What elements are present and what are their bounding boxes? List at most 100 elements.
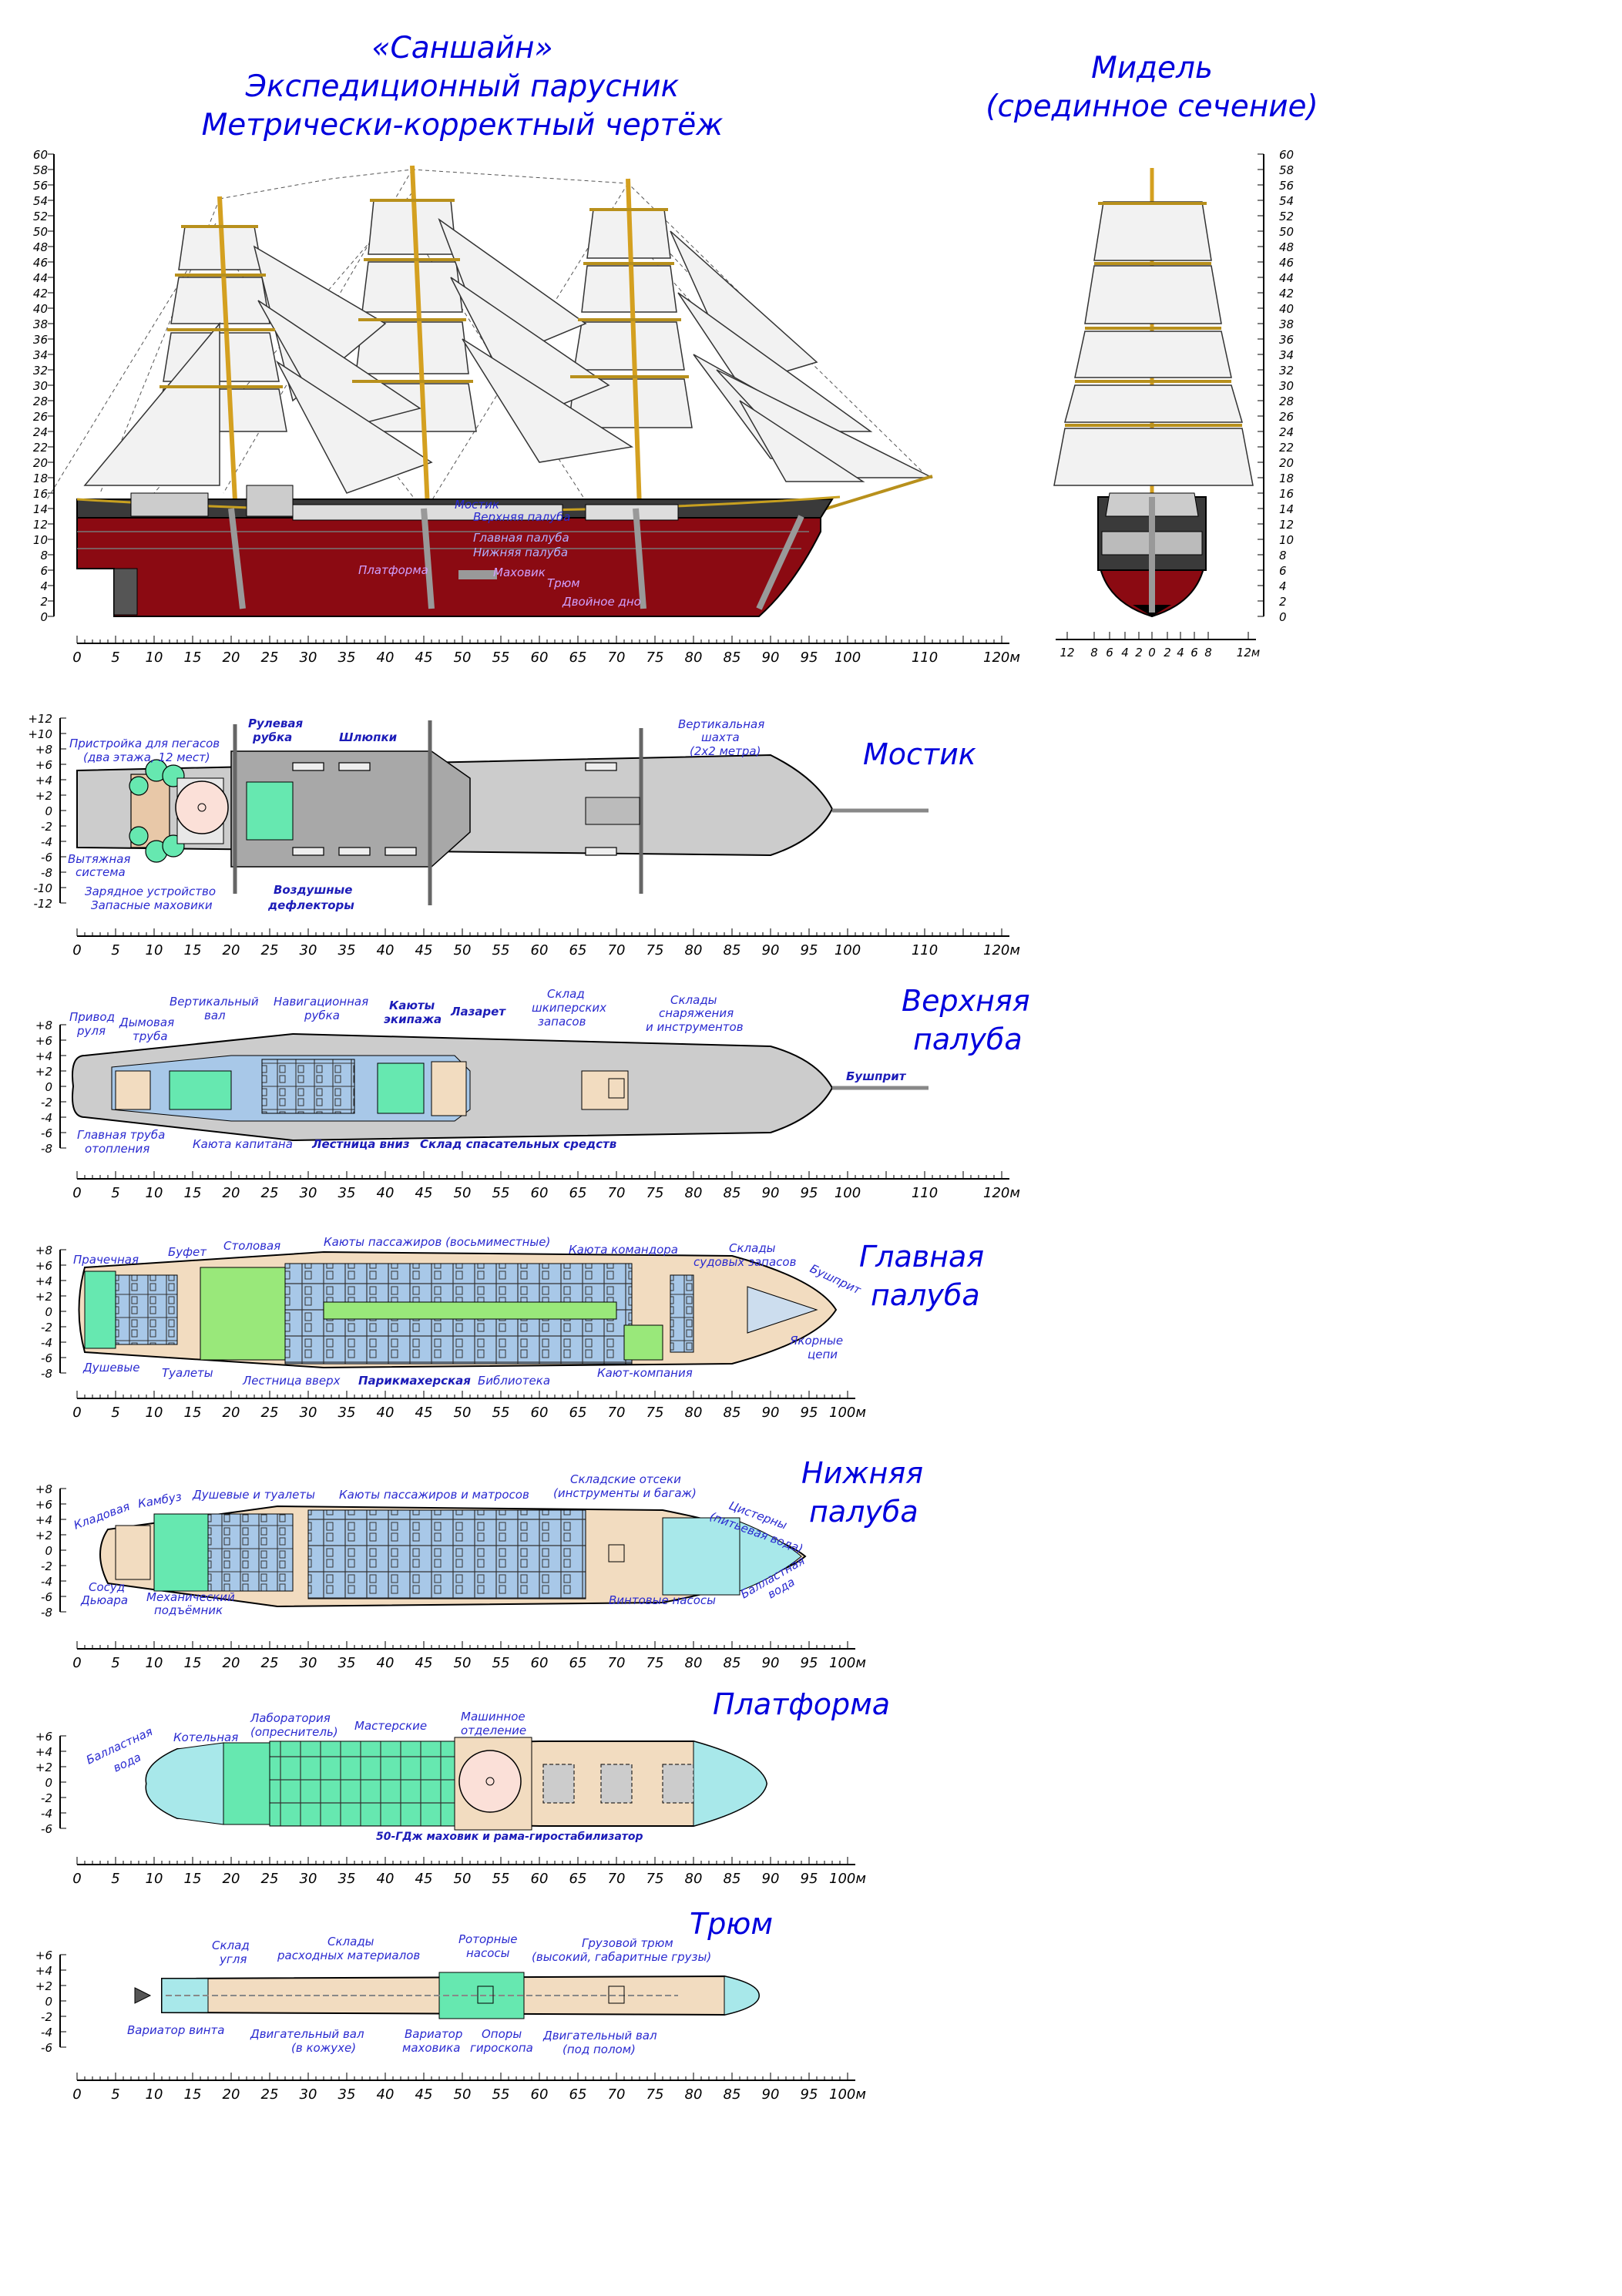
ruler-tick-label: 75 (646, 1655, 664, 1671)
upper-label-equip-2: снаряжения (659, 1006, 734, 1020)
ruler-tick-label: 10 (146, 1871, 163, 1887)
offset-tick-label: -2 (41, 2010, 52, 2024)
most-label-shaft-2: шахта (701, 730, 740, 744)
ruler-tick-label: 55 (492, 1871, 510, 1887)
ruler-tick-label: 10 (146, 1405, 163, 1421)
offset-tick-label: -8 (41, 1142, 52, 1156)
ruler-tick-label: 30 (300, 650, 317, 666)
upper-labels: Привод руля Дымовая труба Вертикальный в… (69, 987, 907, 1156)
ruler-tick-label: 80 (685, 650, 703, 666)
height-tick-label: 50 (33, 225, 48, 239)
ruler-tick-label: 50 (454, 1655, 472, 1671)
ruler-tick-label: 45 (415, 1185, 433, 1201)
ruler-tick-label: 55 (492, 1405, 510, 1421)
most-label-exhaust-2: система (76, 865, 126, 879)
deck-upper: +8+6+4+20-2-4-6-8 Привод руля Дымовая тр… (35, 984, 1030, 1201)
ruler-tick-label: 90 (762, 2086, 780, 2103)
height-tick-label: 2 (1279, 595, 1287, 609)
offset-tick-label: +2 (35, 1979, 52, 1993)
offset-tick-label: +6 (35, 1949, 52, 1962)
side-label-upper: Верхняя палуба (473, 510, 570, 524)
ruler-tick-label: 20 (223, 2086, 240, 2103)
offset-tick-label: 0 (45, 1305, 52, 1319)
lower-label-storage: Складские отсеки (570, 1472, 681, 1486)
ruler-tick-label: 30 (300, 2086, 317, 2103)
height-tick-label: 36 (1279, 333, 1294, 347)
ruler-tick-label: 15 (184, 2086, 202, 2103)
midship-title-line2: (срединное сечение) (986, 89, 1318, 124)
offset-tick-label: 0 (45, 804, 52, 818)
ruler-tick-label: 90 (762, 1405, 780, 1421)
platform-label-lab: Лаборатория (250, 1711, 331, 1725)
height-tick-label: 20 (1279, 456, 1294, 470)
ruler-tick-label: 20 (223, 650, 240, 666)
ruler-tick-label: 5 (111, 1405, 119, 1421)
ruler-tick-label: 95 (801, 1871, 818, 1887)
ruler-tick-label: 55 (492, 942, 510, 958)
lower-label-lift-2: подъёмник (154, 1603, 223, 1617)
ruler-tick-label: 80 (685, 1871, 703, 1887)
deck-hold: +6+4+20-2-4-6 Склад угля Склады расходны… (35, 1907, 866, 2103)
upper-label-chimney-2: труба (133, 1029, 168, 1043)
offset-tick-label: +8 (35, 1019, 52, 1032)
midship-view: 6058565452504846444240383634323028262422… (1053, 148, 1294, 660)
ruler-tick-label: 50 (454, 1185, 472, 1201)
height-tick-label: 46 (33, 256, 48, 270)
width-tick-label: 12 (1060, 646, 1074, 660)
offset-tick-label: +6 (35, 1730, 52, 1744)
most-label-lifeboats: Шлюпки (339, 730, 398, 744)
offset-tick-label: -6 (41, 1351, 52, 1365)
offset-tick-label: -6 (41, 1822, 52, 1836)
ruler-tick-label: 110 (912, 942, 938, 958)
height-tick-label: 36 (33, 333, 48, 347)
ruler-tick-label: 50 (454, 1871, 472, 1887)
width-tick-label: 4 (1121, 646, 1129, 660)
side-view: 6058565452504846444240383634323028262422… (33, 148, 1020, 666)
height-tick-label: 10 (33, 533, 48, 547)
offset-tick-label: -8 (41, 866, 52, 880)
ruler-tick-label: 20 (223, 1185, 240, 1201)
offset-tick-label: -6 (41, 1126, 52, 1140)
offset-axis: +8+6+4+20-2-4-6-8 (35, 1482, 66, 1620)
ruler-tick-label: 120м (983, 1185, 1020, 1201)
ruler-tick-label: 70 (608, 650, 626, 666)
ruler-tick-label: 85 (724, 650, 741, 666)
platform-label-engine-2: отделение (461, 1724, 526, 1737)
ruler-tick-label: 45 (415, 1405, 433, 1421)
height-tick-label: 8 (40, 549, 48, 562)
ruler-tick-label: 70 (608, 1871, 626, 1887)
ruler-tick-label: 100 (835, 650, 861, 666)
ruler-tick-label: 25 (261, 1871, 279, 1887)
ruler-tick-label: 25 (261, 942, 279, 958)
side-label-main: Главная палуба (473, 531, 569, 545)
most-label-pegasus: Пристройка для пегасов (69, 737, 220, 750)
main-label-stores-2: судовых запасов (693, 1255, 797, 1269)
offset-tick-label: -8 (41, 1367, 52, 1381)
ruler-tick-label: 0 (72, 1655, 81, 1671)
ruler-tick-label: 70 (608, 2086, 626, 2103)
deck-name-upper-2: палуба (913, 1022, 1023, 1056)
ruler-tick-label: 0 (72, 1405, 81, 1421)
height-tick-label: 24 (33, 425, 48, 439)
height-tick-label: 38 (1279, 317, 1294, 331)
deck-name-hold: Трюм (690, 1907, 773, 1941)
ruler-tick-label: 5 (111, 942, 119, 958)
side-label-most: Мостик (455, 498, 499, 512)
ruler-tick-label: 70 (608, 1405, 626, 1421)
ruler-tick-label: 40 (377, 1655, 395, 1671)
hold-label-cargo-2: (высокий, габаритные грузы) (532, 1950, 711, 1964)
height-tick-label: 52 (1279, 210, 1294, 223)
ruler-tick-label: 90 (762, 1871, 780, 1887)
width-tick-label: 6 (1190, 646, 1198, 660)
ruler-tick-label: 100 (835, 1185, 861, 1201)
height-tick-label: 52 (33, 210, 48, 223)
offset-tick-label: -2 (41, 1096, 52, 1109)
ruler-tick-label: 85 (724, 1871, 741, 1887)
height-tick-label: 26 (1279, 410, 1294, 424)
ruler-tick-label: 10 (146, 1655, 163, 1671)
height-tick-label: 30 (1279, 379, 1294, 393)
